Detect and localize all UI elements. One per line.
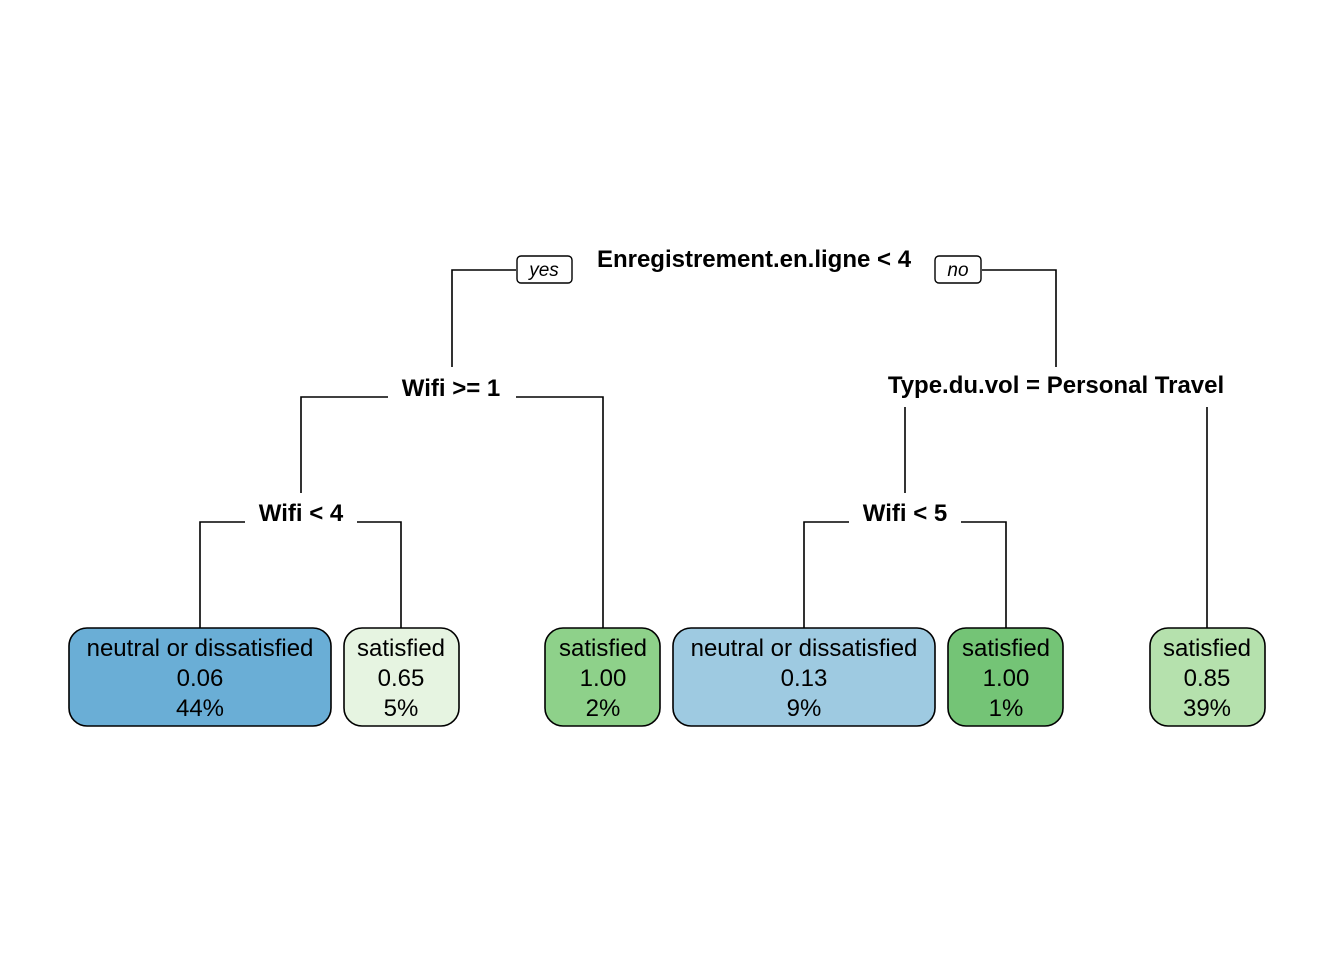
edge-wifi1-to-wifi4 [300, 396, 388, 493]
leaf-node: neutral or dissatisfied 0.13 9% [672, 627, 936, 727]
split-wifi5-label: Wifi < 5 [863, 500, 947, 527]
leaf-pct: 44% [176, 695, 224, 722]
leaf-node: satisfied 1.00 2% [544, 627, 661, 727]
edge-root-to-type [982, 269, 1057, 367]
yes-branch-label: yes [516, 255, 573, 284]
leaf-class: neutral or dissatisfied [87, 635, 314, 662]
leaf-prob: 1.00 [580, 665, 627, 692]
leaf-prob: 0.06 [177, 665, 224, 692]
leaf-node: satisfied 1.00 1% [947, 627, 1064, 727]
edge-wifi5-to-leaf4 [803, 521, 849, 628]
leaf-node: neutral or dissatisfied 0.06 44% [68, 627, 332, 727]
leaf-box [672, 627, 936, 727]
no-label-text: no [947, 260, 968, 281]
leaf-node: satisfied 0.85 39% [1149, 627, 1266, 727]
leaf-class: satisfied [962, 635, 1050, 662]
leaf-box [68, 627, 332, 727]
leaf-pct: 39% [1183, 695, 1231, 722]
leaf-prob: 0.85 [1184, 665, 1231, 692]
leaf-box [544, 627, 661, 727]
leaf-prob: 0.65 [378, 665, 425, 692]
split-wifi1-label: Wifi >= 1 [402, 375, 500, 402]
edge-wifi5-to-leaf5 [961, 521, 1007, 628]
edge-wifi4-to-leaf1 [199, 521, 245, 628]
no-branch-label: no [934, 255, 982, 284]
split-type-label: Type.du.vol = Personal Travel [888, 372, 1224, 399]
leaf-box [343, 627, 460, 727]
leaf-class: satisfied [1163, 635, 1251, 662]
leaf-pct: 1% [989, 695, 1024, 722]
edge-wifi1-to-leaf3 [516, 396, 604, 628]
leaf-class: satisfied [357, 635, 445, 662]
edge-wifi4-to-leaf2 [357, 521, 402, 628]
leaf-node: satisfied 0.65 5% [343, 627, 460, 727]
leaf-class: satisfied [559, 635, 647, 662]
split-wifi4-label: Wifi < 4 [259, 500, 344, 527]
leaf-prob: 1.00 [983, 665, 1030, 692]
split-root-label: Enregistrement.en.ligne < 4 [597, 246, 912, 273]
yes-label-text: yes [527, 260, 559, 281]
leaf-pct: 2% [586, 695, 621, 722]
leaf-pct: 5% [384, 695, 419, 722]
leaf-pct: 9% [787, 695, 822, 722]
edge-root-to-wifi1 [451, 269, 516, 367]
leaf-class: neutral or dissatisfied [691, 635, 918, 662]
leaf-box [947, 627, 1064, 727]
leaf-prob: 0.13 [781, 665, 828, 692]
leaf-box [1149, 627, 1266, 727]
